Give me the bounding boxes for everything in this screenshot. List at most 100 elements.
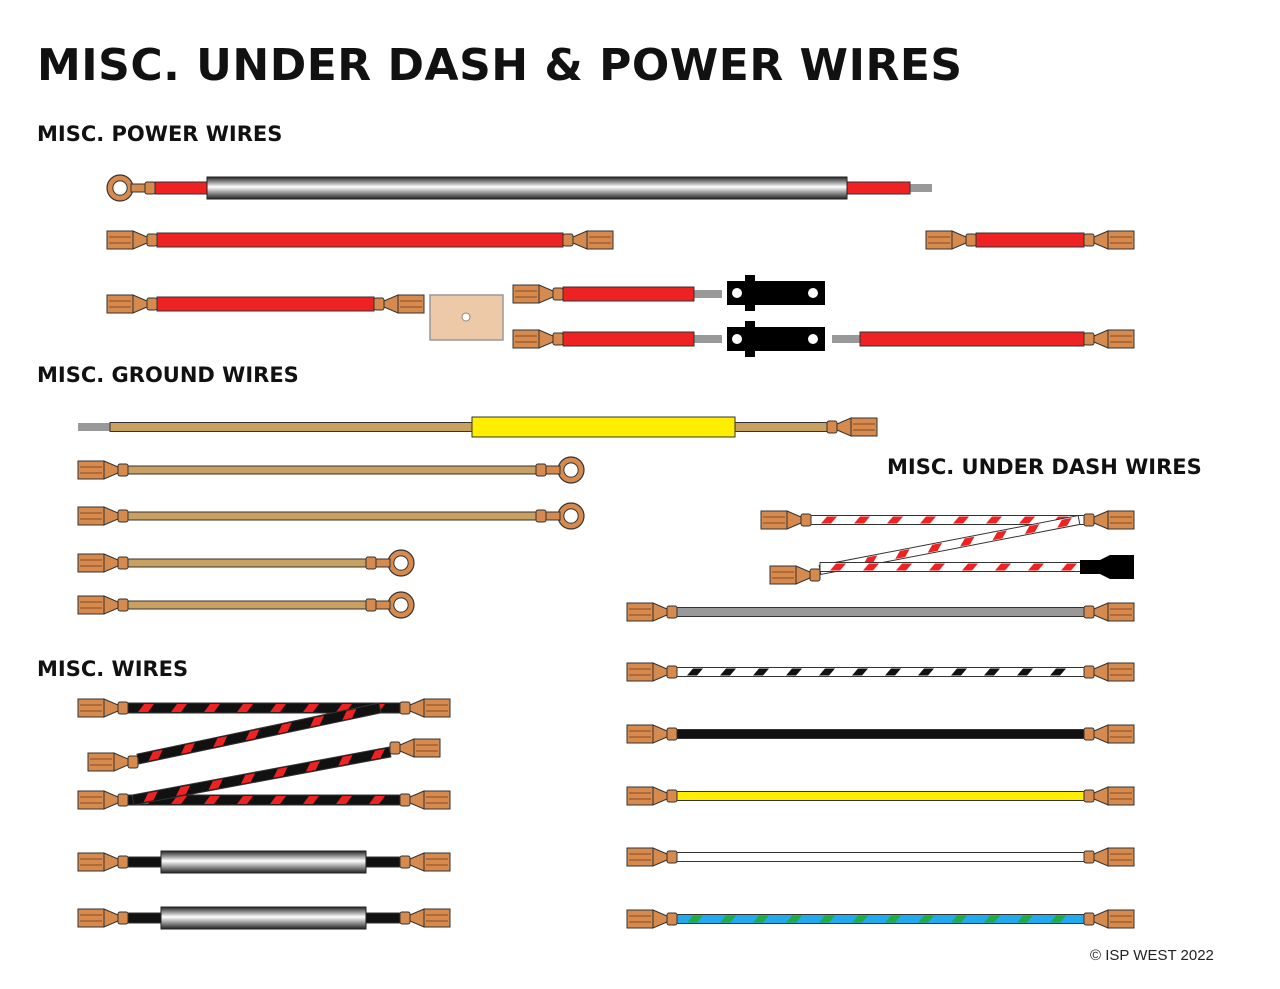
bare-wire-end — [694, 290, 722, 298]
crimp-ferrule — [666, 789, 678, 803]
crimp-ferrule — [552, 287, 564, 301]
crimp-ferrule — [117, 598, 129, 612]
spade-neck — [1093, 329, 1109, 349]
wire-stripe — [240, 773, 256, 784]
spade-neck — [103, 852, 119, 872]
wire-stripe — [245, 729, 260, 741]
crimp-ferrule — [146, 233, 158, 247]
spade-terminal-icon — [1107, 602, 1135, 622]
ring-hole — [393, 555, 409, 571]
power-wire-block — [106, 294, 425, 314]
wire-stripe — [830, 563, 846, 571]
wire-stripe — [1057, 517, 1072, 528]
spade-neck — [652, 662, 668, 682]
wire-body — [810, 515, 1085, 525]
wire-insulation — [127, 465, 537, 475]
spade-terminal-icon — [626, 662, 654, 682]
spade-terminal-icon — [626, 602, 654, 622]
spade-terminal-icon — [1107, 510, 1135, 530]
wire-stripe — [171, 796, 187, 804]
wire-stripe — [687, 668, 703, 676]
wire-stripe — [953, 516, 969, 524]
wire-stripe — [171, 704, 187, 712]
wire-stripe — [786, 915, 802, 923]
spade-neck — [786, 510, 802, 530]
terminal-block — [429, 294, 504, 341]
screw-icon — [732, 288, 742, 298]
wire-stripe — [819, 668, 835, 676]
crimp-ferrule — [399, 855, 411, 869]
ground-wire-2 — [77, 502, 585, 530]
wire-body — [975, 232, 1085, 248]
ring-hole — [563, 508, 579, 524]
spade-terminal-icon — [106, 230, 134, 250]
spade-neck — [103, 908, 119, 928]
spade-terminal-icon — [423, 852, 451, 872]
crimp-ferrule — [1083, 850, 1095, 864]
crimp-ferrule — [117, 463, 129, 477]
spade-terminal-icon — [77, 595, 105, 615]
spade-terminal-icon — [77, 908, 105, 928]
crimp-ferrule — [1083, 665, 1095, 679]
crimp-ferrule — [117, 701, 129, 715]
power-wire-long — [106, 230, 614, 250]
wire-stripe — [863, 563, 879, 571]
copyright: © ISP WEST 2022 — [1090, 947, 1214, 964]
yellow-sleeve — [471, 416, 736, 438]
spade-terminal-icon — [925, 230, 953, 250]
wire-stripe — [1028, 563, 1044, 571]
spade-neck — [1093, 230, 1109, 250]
spade-terminal-icon — [77, 698, 105, 718]
wire-stripe — [986, 516, 1002, 524]
wire-body — [127, 600, 367, 610]
wire-stripe — [138, 704, 154, 712]
wire-body — [562, 331, 695, 347]
spade-neck — [1093, 602, 1109, 622]
ring-hole — [563, 462, 579, 478]
wire-stripe — [929, 563, 945, 571]
wire-stripe — [918, 668, 934, 676]
bare-wire-end — [832, 335, 860, 343]
heat-shrink-sleeve — [160, 906, 367, 930]
crimp-ferrule — [1083, 332, 1095, 346]
spade-terminal-icon — [423, 908, 451, 928]
crimp-ferrule — [365, 598, 377, 612]
crimp-ferrule — [666, 850, 678, 864]
wire-body — [109, 422, 828, 432]
wire-stripe — [960, 536, 975, 547]
black-connector-icon — [1080, 555, 1134, 579]
wire-stripe — [336, 796, 352, 804]
wire-stripe — [369, 796, 385, 804]
power-wire-short — [925, 230, 1135, 250]
spade-neck — [1093, 909, 1109, 929]
wire-stripe — [753, 668, 769, 676]
wire-body — [676, 667, 1085, 677]
wire-stripe — [885, 915, 901, 923]
section-ground-heading: MISC. GROUND WIRES — [37, 363, 299, 387]
wire-stripe — [270, 704, 286, 712]
wire-stripe — [204, 704, 220, 712]
wire-body — [676, 791, 1085, 801]
wire-stripe — [753, 915, 769, 923]
power-wire-switch-out — [832, 329, 1135, 349]
spade-terminal-icon — [626, 909, 654, 929]
wire-stripe — [885, 668, 901, 676]
spade-neck — [1093, 847, 1109, 867]
crimp-ferrule — [399, 701, 411, 715]
spade-neck — [409, 908, 425, 928]
wire-stripe — [208, 779, 223, 790]
section-misc-heading: MISC. WIRES — [37, 657, 189, 681]
spade-terminal-icon — [423, 790, 451, 810]
wire-stripe — [148, 749, 163, 761]
power-wire-ring-sleeve — [106, 174, 932, 202]
spade-terminal-icon — [1107, 230, 1135, 250]
spade-neck — [409, 698, 425, 718]
spade-neck — [399, 738, 415, 758]
bare-wire-end — [78, 423, 110, 431]
crimp-ferrule — [800, 513, 812, 527]
spade-terminal-icon — [1107, 909, 1135, 929]
crimp-ferrule — [666, 727, 678, 741]
wire-insulation — [562, 331, 695, 347]
spade-terminal-icon — [77, 790, 105, 810]
wire-insulation — [127, 511, 537, 521]
